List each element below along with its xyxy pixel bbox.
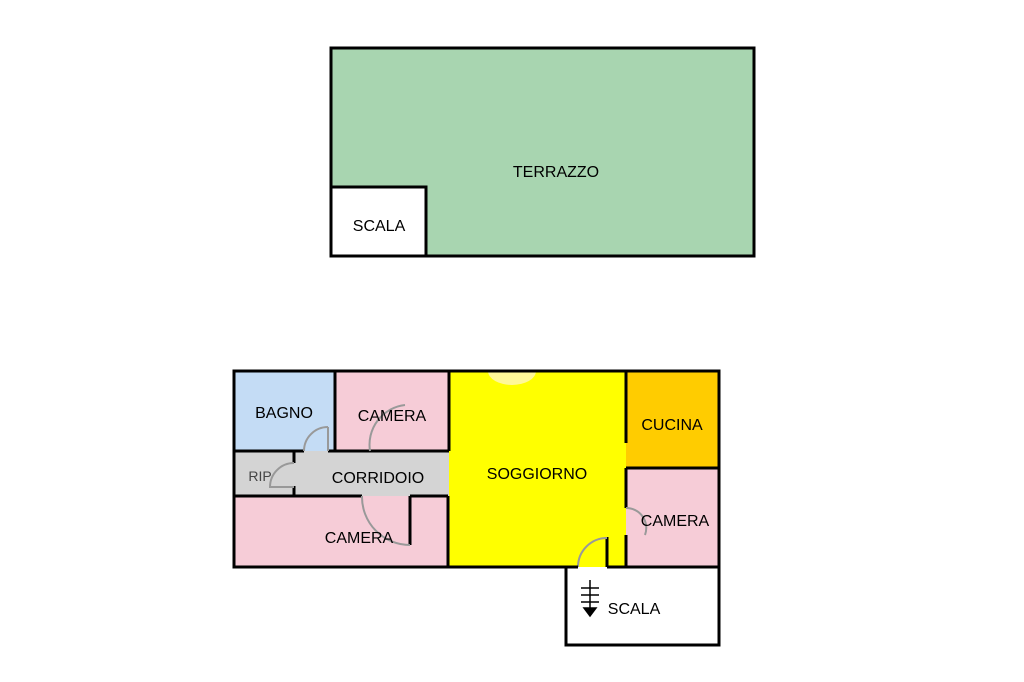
outer-walls [232,369,721,647]
lower-floor: BAGNO CAMERA RIP CORRIDOIO CAMERA SOGGIO… [232,369,721,647]
upper-stair-label: SCALA [353,218,406,235]
living-label: SOGGIORNO [487,466,587,483]
kitchen-label: CUCINA [641,417,703,434]
door-swings [268,404,648,568]
lower-stair-label: SCALA [608,601,661,618]
bedroom-right-room [626,468,719,567]
bathroom-room [234,371,335,451]
bedroom-top-label: CAMERA [358,408,427,425]
living-light-fixture [488,371,536,385]
corridor-label: CORRIDOIO [332,470,424,487]
bathroom-label: BAGNO [255,405,313,422]
lower-stair-room [566,567,719,645]
storage-label: RIP [248,468,271,484]
bedroom-top-room [335,371,449,451]
corridor-room [294,451,449,496]
interior-walls [234,371,719,567]
kitchen-room [626,371,719,468]
stair-down-arrow-icon [581,580,599,618]
bedroom-bottom-room [234,496,448,567]
bedroom-bottom-label: CAMERA [325,530,394,547]
storage-room [234,451,294,496]
bedroom-right-label: CAMERA [641,513,710,530]
upper-floor: TERRAZZO SCALA [329,46,756,258]
upper-stair-room [329,185,428,258]
terrace-label: TERRAZZO [513,164,599,181]
living-room [449,371,626,567]
